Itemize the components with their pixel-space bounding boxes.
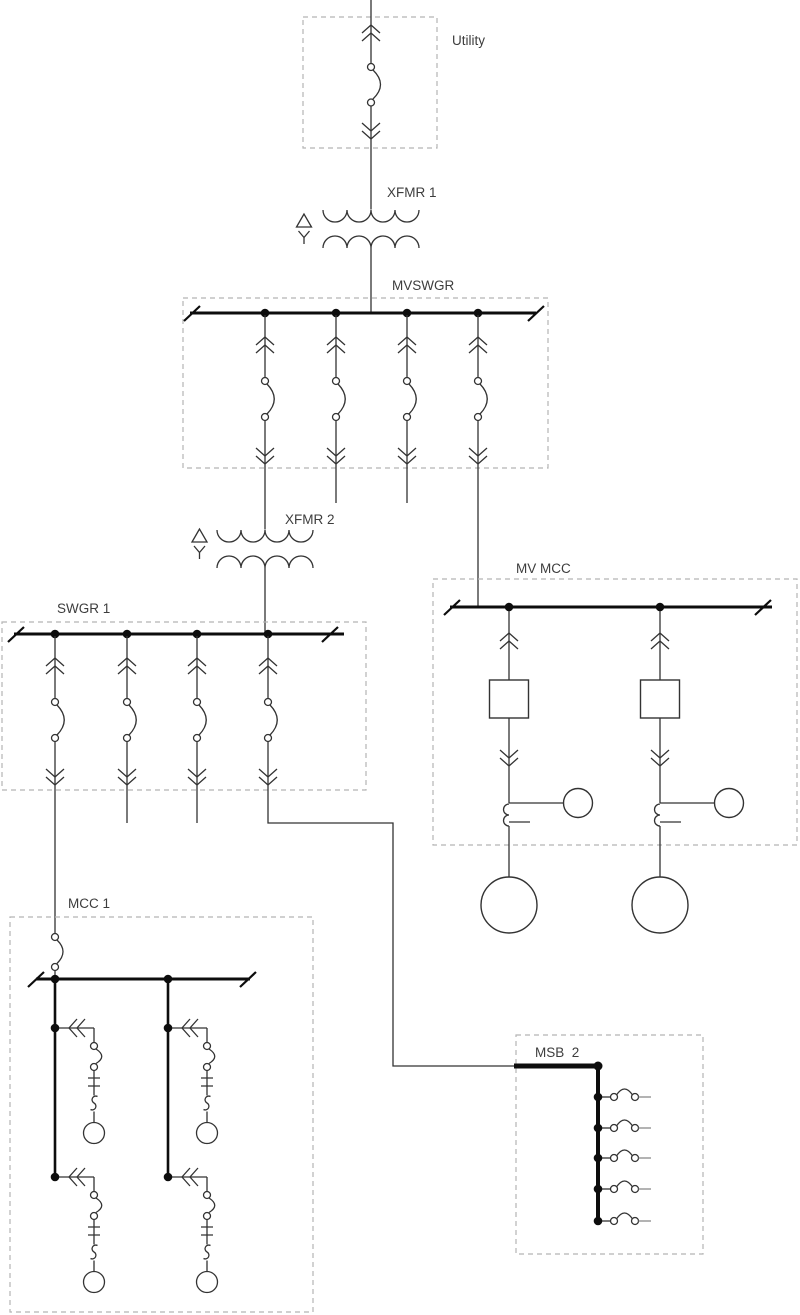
msb2-boundary-box: [515, 1034, 704, 1255]
swgr1-feeder-1: [46, 636, 64, 934]
mv-mcc-boundary-box: [432, 578, 798, 846]
mvswgr-feeder-1: [256, 315, 274, 530]
mvswgr-feeder-4: [469, 315, 487, 606]
swgr1-feeder-3: [188, 636, 206, 823]
mvswgr-section: MVSWGR: [182, 278, 549, 606]
utility-section: Utility: [302, 0, 485, 210]
swgr1-feeder-2: [118, 636, 136, 823]
swgr1-boundary-box: [1, 621, 367, 791]
busbar-end-slash-icon: [27, 971, 257, 988]
swgr1-label: SWGR 1: [57, 601, 110, 616]
utility-boundary-box: [302, 16, 438, 149]
bus-tap-dot: [331, 308, 341, 318]
busbar-end-slash-icon: [443, 599, 772, 616]
mcc1-label: MCC 1: [68, 896, 110, 911]
bus-tap-dot: [192, 629, 202, 639]
mvswgr-label: MVSWGR: [392, 278, 454, 293]
swgr1-feeder-4: [259, 636, 514, 1067]
utility-label: Utility: [452, 33, 485, 48]
bus-tap-dot: [50, 629, 60, 639]
msb2-label: MSB 2: [535, 1045, 579, 1060]
mv-mcc-section: MV MCC: [432, 561, 798, 933]
bus-tap-dot: [402, 308, 412, 318]
bus-corner-dot: [593, 1061, 603, 1071]
busbar-end-slash-icon: [183, 305, 545, 322]
bus-tap-dot: [263, 629, 273, 639]
xfmr1-section: XFMR 1: [295, 185, 437, 312]
bus-tap-dot: [122, 629, 132, 639]
mcc1-section: MCC 1: [9, 896, 314, 1313]
bus-tap-dot: [260, 308, 270, 318]
swgr1-section: SWGR 1: [1, 601, 514, 1067]
bus-tap-dot: [473, 308, 483, 318]
feeder-route-to-msb2: [267, 785, 514, 1067]
mvswgr-boundary-box: [182, 297, 549, 469]
mcc1-boundary-box: [9, 916, 314, 1313]
xfmr2-label: XFMR 2: [285, 512, 335, 527]
utility-breaker: [361, 0, 382, 210]
mvswgr-feeder-2: [327, 315, 345, 503]
mv-mcc-label: MV MCC: [516, 561, 571, 576]
xfmr1-label: XFMR 1: [387, 185, 437, 200]
mvswgr-feeder-3: [398, 315, 416, 503]
busbar-end-slash-icon: [7, 626, 339, 643]
msb2-section: MSB 2: [514, 1034, 704, 1255]
